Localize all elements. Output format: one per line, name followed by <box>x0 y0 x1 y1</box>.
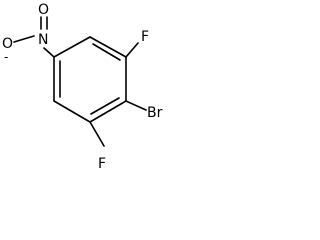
bond-c3-bromine <box>125 100 147 111</box>
chemical-structure: F Br F O N O - <box>2 2 163 172</box>
ring-double-bond-c3-c4 <box>90 97 120 115</box>
ring-bond-c4-c5 <box>53 100 91 123</box>
atom-nitro-oxygen-top: O <box>38 2 49 18</box>
ring-bond-c1-c2 <box>89 36 127 58</box>
ring-bond-c6-c1 <box>53 36 91 58</box>
bond-c6-nitrogen <box>43 47 55 58</box>
atom-nitro-oxygen-left: O <box>2 36 13 52</box>
ring-double-bond-c1-c2 <box>92 43 121 61</box>
charge-nitro-oxygen-left: - <box>4 50 8 64</box>
atom-fluorine-bottom: F <box>98 156 106 172</box>
bond-nitrogen-oxygen-left <box>13 35 35 43</box>
atom-bromine: Br <box>147 105 163 121</box>
bond-c2-fluorine <box>125 42 139 58</box>
bond-c4-fluorine <box>89 121 105 147</box>
atom-nitro-nitrogen: N <box>38 32 48 48</box>
atom-fluorine-top: F <box>141 29 149 45</box>
ring-bond-c3-c4 <box>89 100 127 123</box>
